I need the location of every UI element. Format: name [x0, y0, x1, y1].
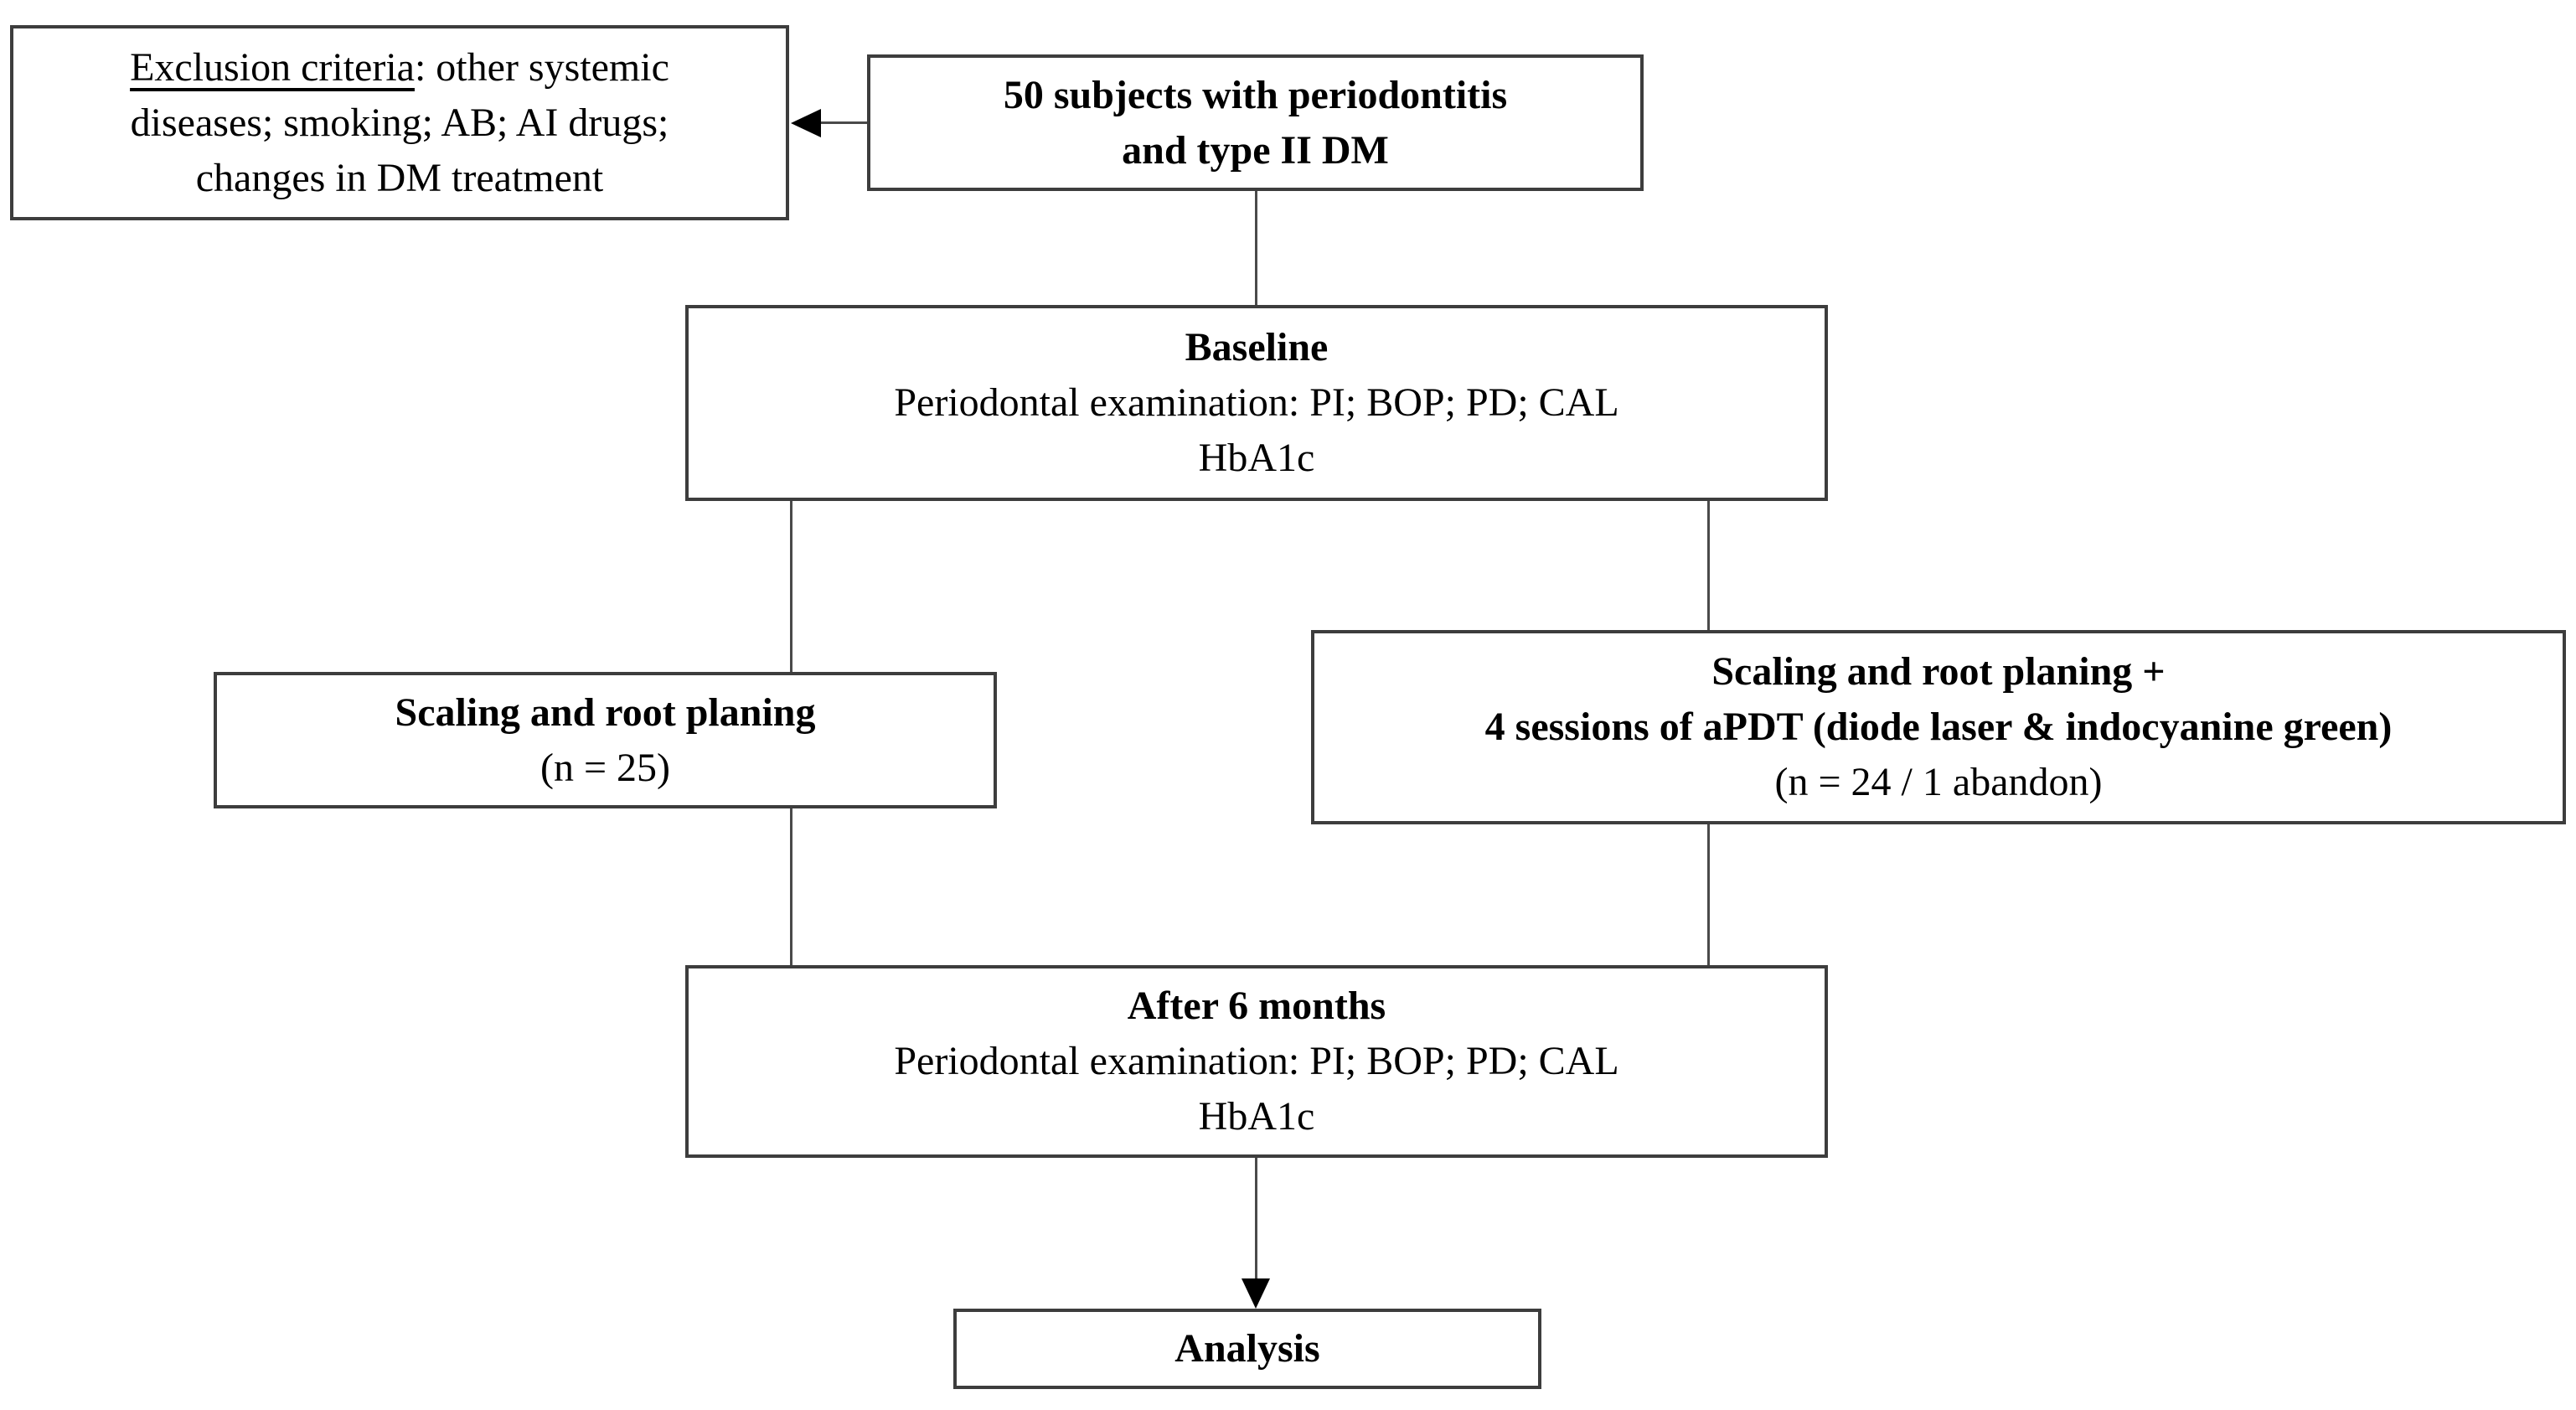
srp-apdt-n: (n = 24 / 1 abandon): [1774, 760, 2103, 804]
srp-apdt-title1: Scaling and root planing +: [1711, 649, 2166, 694]
after-6-months-box: After 6 months Periodontal examination: …: [685, 965, 1828, 1158]
analysis-title: Analysis: [1174, 1326, 1320, 1371]
srp-n: (n = 25): [539, 745, 671, 790]
exclusion-criteria-label: Exclusion criteria: [130, 44, 415, 90]
connector-after-to-analysis: [1255, 1158, 1257, 1283]
exclusion-criteria-box: Exclusion criteria: other systemic disea…: [10, 25, 789, 220]
srp-apdt-title2: 4 sessions of aPDT (diode laser & indocy…: [1484, 705, 2393, 749]
exclusion-line1: Exclusion criteria: other systemic: [130, 40, 669, 96]
connector-subjects-to-baseline: [1255, 191, 1257, 307]
exclusion-line2: diseases; smoking; AB; AI drugs;: [130, 100, 669, 145]
baseline-hba1c: HbA1c: [1198, 436, 1315, 480]
connector-srp-apdt-to-after: [1707, 823, 1710, 967]
srp-title: Scaling and root planing: [395, 690, 816, 735]
baseline-exam: Periodontal examination: PI; BOP; PD; CA…: [894, 380, 1619, 425]
baseline-title: Baseline: [1185, 325, 1329, 369]
down-arrowhead-icon: [1242, 1278, 1270, 1309]
exclusion-line3: changes in DM treatment: [195, 155, 604, 200]
after-title: After 6 months: [1127, 984, 1386, 1028]
subjects-box: 50 subjects with periodontitis and type …: [867, 54, 1644, 191]
subjects-line2: and type II DM: [1122, 127, 1389, 173]
after-exam: Periodontal examination: PI; BOP; PD; CA…: [894, 1039, 1619, 1083]
connector-subjects-to-exclusion: [796, 121, 867, 124]
subjects-line1: 50 subjects with periodontitis: [1003, 72, 1508, 117]
connector-baseline-to-srp-apdt: [1707, 498, 1710, 632]
baseline-box: Baseline Periodontal examination: PI; BO…: [685, 305, 1828, 501]
connector-srp-to-after: [790, 807, 792, 967]
exclusion-line1-rest: : other systemic: [414, 44, 669, 90]
analysis-box: Analysis: [953, 1309, 1541, 1389]
srp-apdt-box: Scaling and root planing + 4 sessions of…: [1311, 630, 2566, 824]
srp-box: Scaling and root planing (n = 25): [214, 672, 997, 808]
connector-baseline-to-srp: [790, 498, 792, 674]
after-hba1c: HbA1c: [1198, 1094, 1315, 1139]
left-arrowhead-icon: [791, 109, 821, 137]
